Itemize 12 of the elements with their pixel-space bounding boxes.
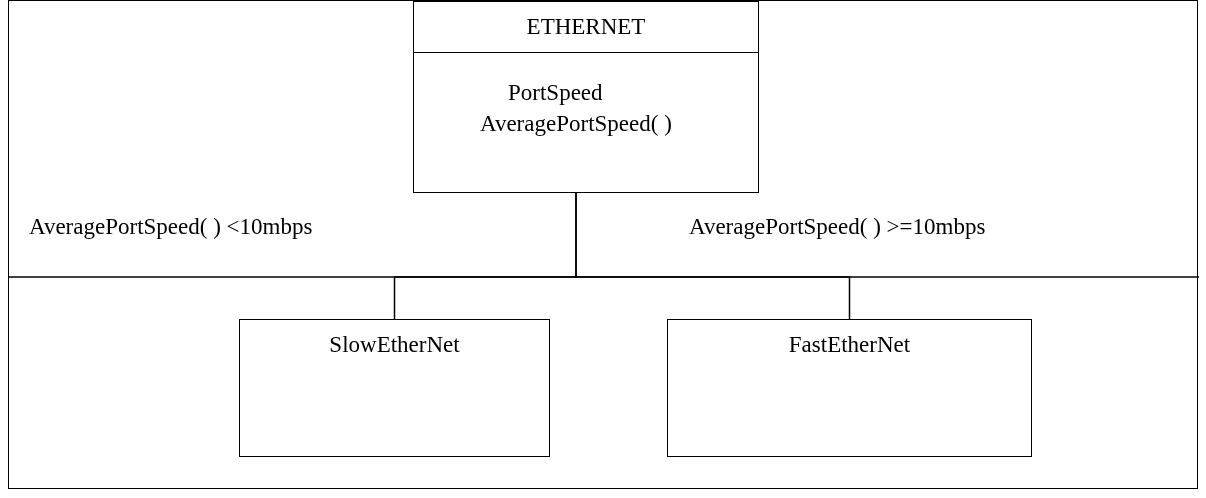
diagram-frame	[8, 0, 1198, 489]
connector-line	[575, 192, 851, 320]
condition-label: AveragePortSpeed( ) >=10mbps	[689, 214, 986, 240]
method-text: AveragePortSpeed( )	[480, 111, 672, 137]
condition-label: AveragePortSpeed( ) <10mbps	[29, 214, 313, 240]
class-box	[667, 319, 1032, 457]
class-box	[239, 319, 550, 457]
attribute-text: PortSpeed	[508, 80, 603, 106]
class-name: ETHERNET	[526, 14, 646, 40]
class-name: SlowEtherNet	[328, 332, 461, 358]
class-box	[413, 1, 759, 193]
class-name: FastEtherNet	[787, 332, 912, 358]
